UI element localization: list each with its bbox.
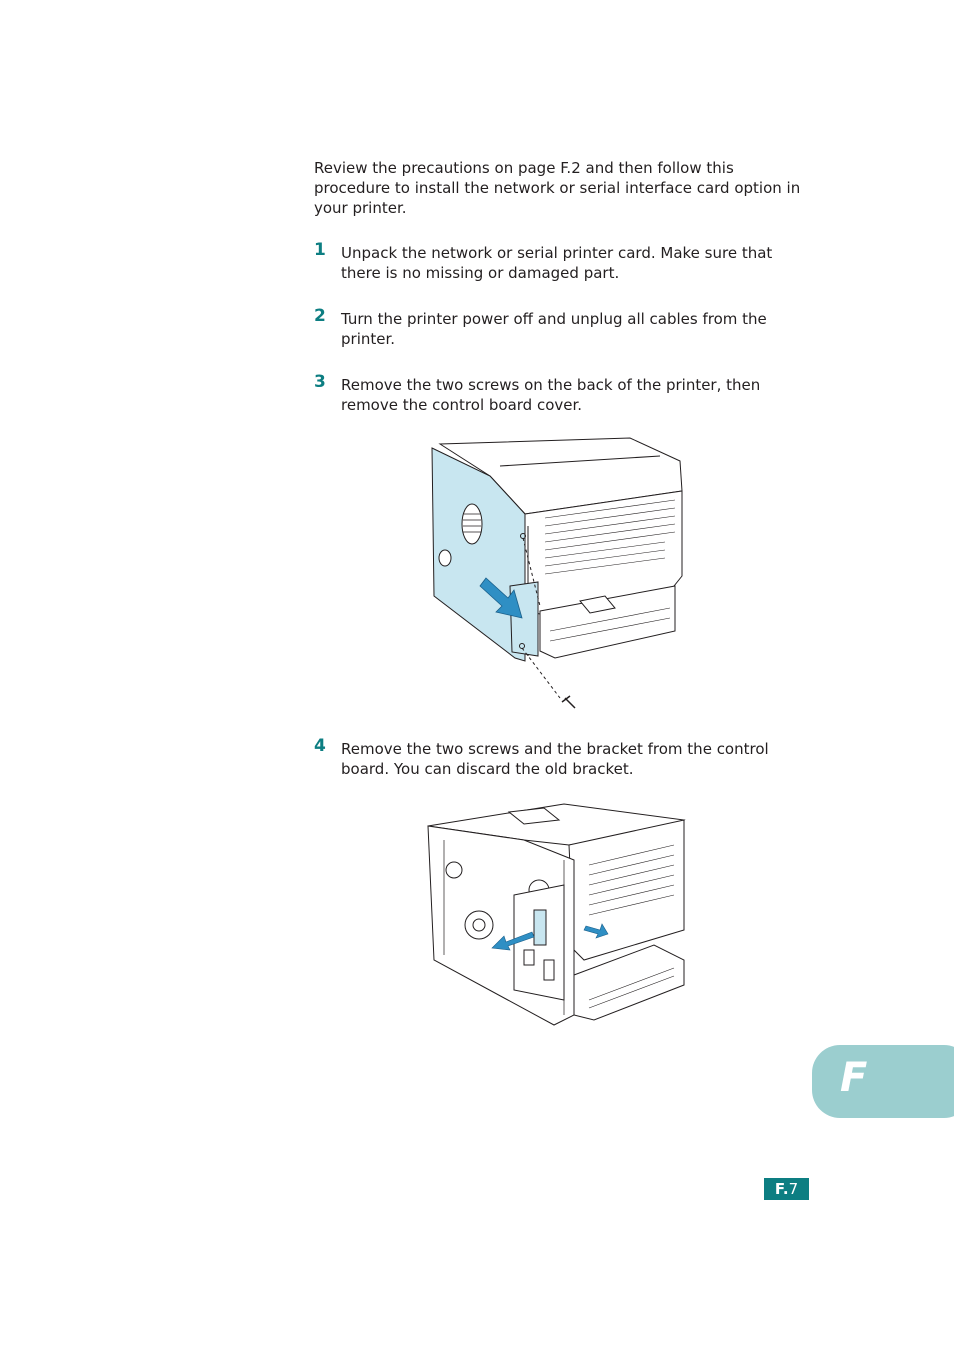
- step-3: 3 Remove the two screws on the back of t…: [314, 372, 794, 415]
- step-2: 2 Turn the printer power off and unplug …: [314, 306, 794, 349]
- step-number: 4: [314, 736, 326, 756]
- step-text: Unpack the network or serial printer car…: [341, 244, 773, 282]
- printer-control-board-illustration: [427, 803, 686, 1026]
- step-number: 3: [314, 372, 326, 392]
- chapter-tab: F: [812, 1045, 954, 1118]
- page-digit: 7: [788, 1180, 799, 1198]
- chapter-letter: F: [840, 1055, 868, 1101]
- step-number: 1: [314, 240, 326, 260]
- page-prefix: F.: [774, 1180, 789, 1198]
- intro-paragraph: Review the precautions on page F.2 and t…: [314, 159, 801, 217]
- step-text: Remove the two screws on the back of the…: [341, 376, 761, 414]
- step-1: 1 Unpack the network or serial printer c…: [314, 240, 794, 283]
- step-text: Turn the printer power off and unplug al…: [341, 310, 767, 348]
- step-number: 2: [314, 306, 326, 326]
- step-4: 4 Remove the two screws and the bracket …: [314, 736, 794, 779]
- printer-rear-cover-illustration: [431, 437, 683, 709]
- step-text: Remove the two screws and the bracket fr…: [341, 740, 769, 778]
- page-number: F.7: [764, 1178, 809, 1200]
